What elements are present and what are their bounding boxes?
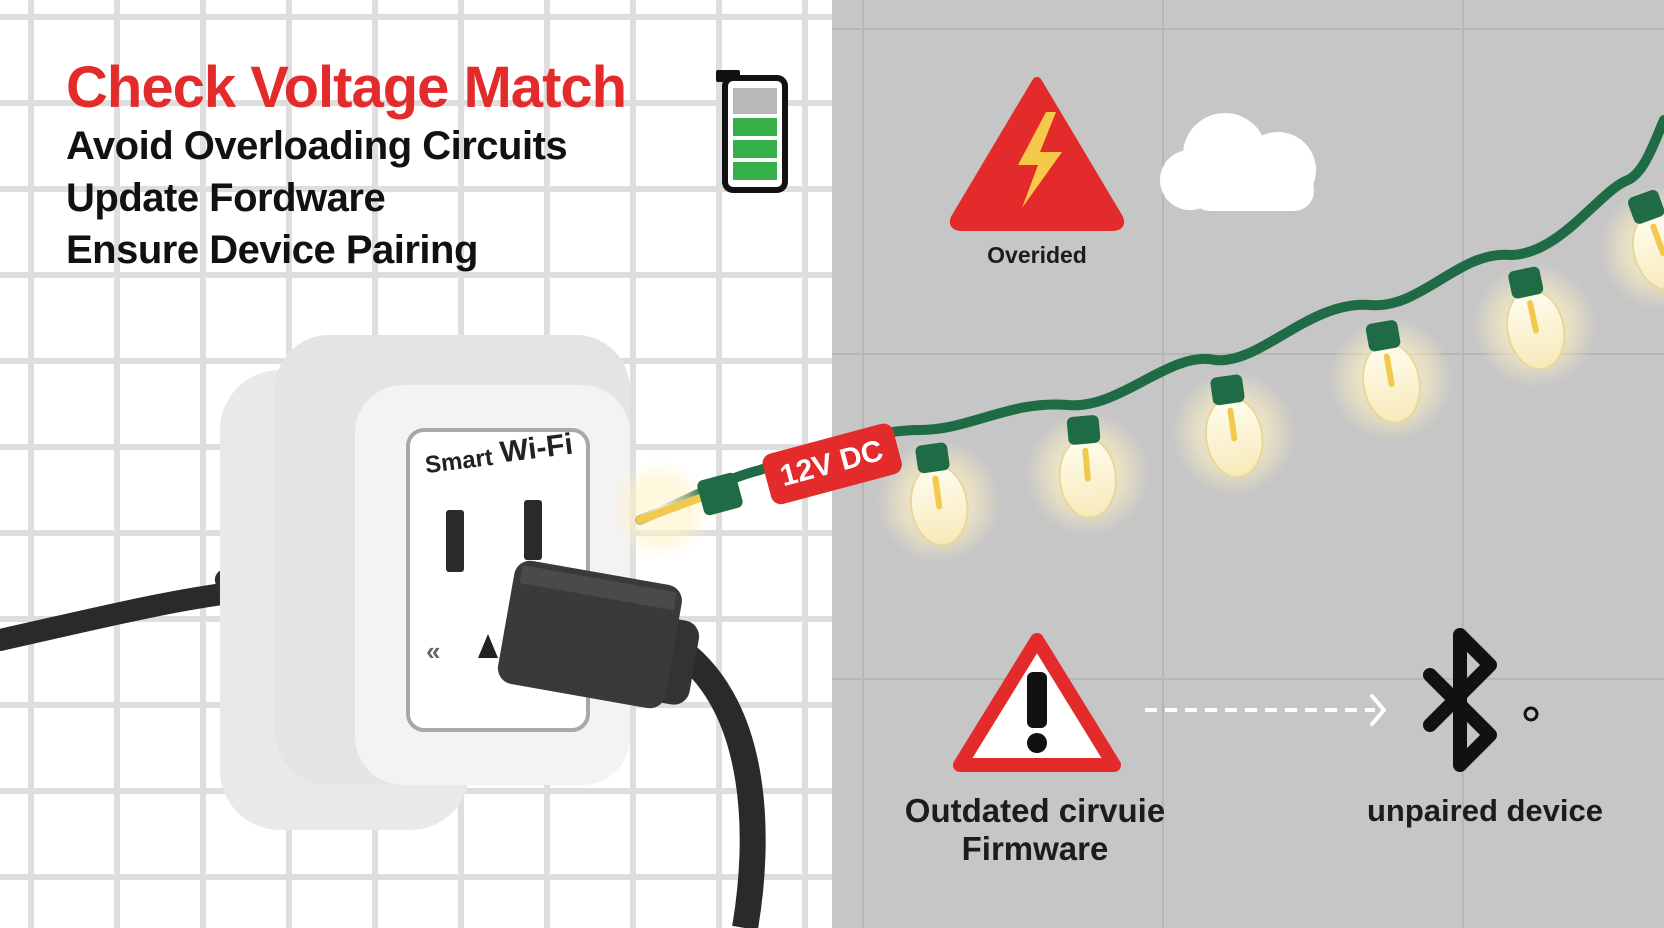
- checklist-item: Update Fordware: [66, 175, 386, 220]
- firmware-label-line2: Firmware: [961, 830, 1109, 867]
- checklist-title: Check Voltage Match: [66, 55, 627, 120]
- light-bulb: [1472, 263, 1597, 388]
- bulbs: [610, 186, 1664, 564]
- bluetooth-label: unpaired device: [1366, 793, 1604, 828]
- black-plug: [497, 560, 766, 928]
- light-bulb: [1171, 371, 1296, 496]
- light-bulb: [876, 439, 1001, 564]
- lightning-warning-icon: [949, 77, 1125, 231]
- exclamation-warning-icon: [953, 633, 1121, 772]
- overload-label: Overided: [987, 242, 1087, 268]
- light-bulb: [1599, 186, 1664, 311]
- smart-plug: «: [275, 335, 630, 785]
- light-bulb: [1025, 411, 1150, 536]
- arrow-icon: [1145, 694, 1386, 726]
- cable-back: [0, 581, 249, 651]
- firmware-label-line1: Outdated cirvuie: [904, 792, 1166, 829]
- glow-tip: [610, 460, 743, 560]
- light-bulb: [1328, 317, 1453, 442]
- checklist-item: Avoid Overloading Circuits: [66, 123, 568, 168]
- checklist: Check Voltage Match Avoid Overloading Ci…: [66, 55, 627, 276]
- checklist-item: Ensure Device Pairing: [66, 227, 478, 272]
- svg-text:«: «: [426, 636, 440, 666]
- battery-icon: [716, 70, 788, 193]
- cloud-icon: [1160, 113, 1316, 211]
- bluetooth-icon: [1423, 628, 1539, 772]
